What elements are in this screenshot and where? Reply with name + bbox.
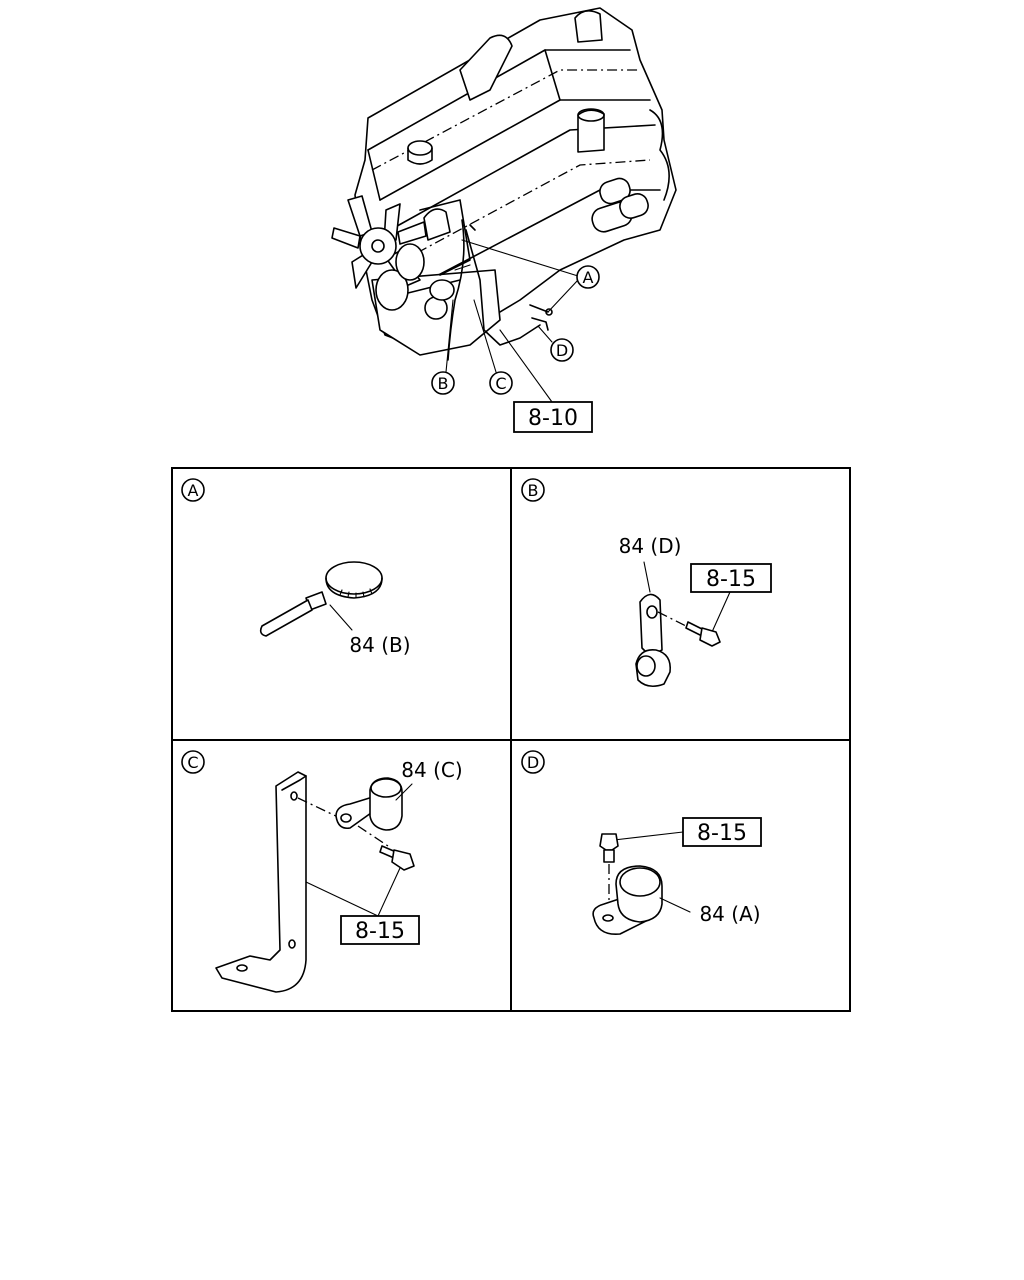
panel-c-letter: C <box>187 753 198 772</box>
svg-text:8-10: 8-10 <box>528 406 578 431</box>
clamp-d <box>592 865 663 935</box>
callout-leaders <box>445 239 579 403</box>
ref-box-main: 8-10 <box>513 401 593 433</box>
panel-d: D 8-15 84 (A) <box>521 750 762 935</box>
panel-c: C 84 (C) 8-15 <box>181 750 463 993</box>
panel-a: A 84 (B) <box>181 478 411 657</box>
panel-b-letter: B <box>528 481 539 500</box>
svg-text:8-15: 8-15 <box>355 919 405 944</box>
svg-text:C: C <box>495 374 506 393</box>
panel-b: B 84 (D) 8-15 <box>521 478 772 688</box>
part-label-84c: 84 (C) <box>401 758 462 782</box>
engine-illustration <box>331 7 677 361</box>
bolt-b <box>685 621 721 647</box>
svg-text:8-15: 8-15 <box>697 821 747 846</box>
part-label-84a: 84 (A) <box>699 902 760 926</box>
panel-a-letter: A <box>188 481 199 500</box>
cable-tie <box>259 561 383 637</box>
clamp-c <box>335 777 403 831</box>
ref-box-d: 8-15 <box>682 817 762 847</box>
svg-text:B: B <box>438 374 449 393</box>
callout-c: C <box>489 371 513 395</box>
callout-d: D <box>550 338 574 362</box>
svg-text:A: A <box>583 268 594 287</box>
bolt-d <box>599 833 619 863</box>
svg-text:D: D <box>556 341 568 360</box>
detail-grid <box>171 467 851 1012</box>
part-label-84d: 84 (D) <box>619 534 682 558</box>
callout-a: A <box>576 265 600 289</box>
svg-text:8-15: 8-15 <box>706 567 756 592</box>
l-bracket <box>215 771 307 993</box>
p-clip <box>635 593 672 688</box>
part-label-84b: 84 (B) <box>349 633 410 657</box>
panel-d-letter: D <box>527 753 539 772</box>
ref-box-c: 8-15 <box>340 915 420 945</box>
callout-b: B <box>431 371 455 395</box>
ref-box-b: 8-15 <box>690 563 772 593</box>
bolt-c <box>379 845 415 871</box>
